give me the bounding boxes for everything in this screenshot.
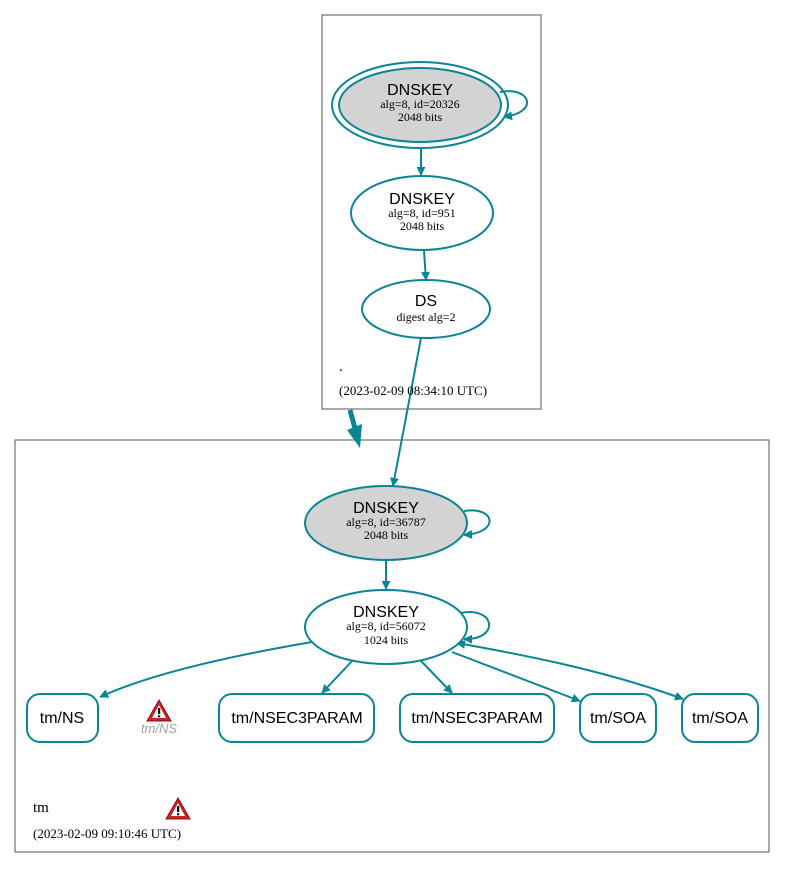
root-zone-timestamp: (2023-02-09 08:34:10 UTC) [339,383,487,398]
root-zsk-bits: 2048 bits [400,219,445,233]
ns-warning[interactable]: tm/NS [141,698,177,736]
rrset-tm-nsec3param-2-label: tm/NSEC3PARAM [411,710,542,727]
rrset-tm-soa-2-label: tm/SOA [692,710,748,727]
ds-title: DS [415,293,437,310]
tm-ksk-bits: 2048 bits [364,528,409,542]
ds-digest-alg: digest alg=2 [396,310,455,324]
tm-zsk-title: DNSKEY [353,604,419,621]
rrset-tm-nsec3param-1[interactable]: tm/NSEC3PARAM [218,693,375,743]
edge-zsk-nsec3param-1 [321,660,353,694]
tm-zsk-node[interactable]: DNSKEY alg=8, id=56072 1024 bits [304,589,468,665]
rrset-tm-soa-1-label: tm/SOA [590,710,646,727]
root-zsk-title: DNSKEY [389,191,455,208]
root-ksk-alg-id: alg=8, id=20326 [380,97,460,111]
rrset-tm-soa-2[interactable]: tm/SOA [681,693,759,743]
tm-zone-box [14,439,770,853]
tm-zone-name: tm [33,800,49,816]
tm-zsk-alg-id: alg=8, id=56072 [346,619,426,633]
tm-ksk-node[interactable]: DNSKEY alg=8, id=36787 2048 bits [304,485,468,561]
root-zsk-alg-id: alg=8, id=951 [388,206,456,220]
warning-icon [146,698,172,722]
delegation-arrow [347,409,362,448]
edge-tm-zsk-self [459,611,491,644]
tm-zone-timestamp: (2023-02-09 09:10:46 UTC) [33,826,181,841]
ds-node[interactable]: DS digest alg=2 [361,279,491,339]
root-zone-name: . [339,359,343,375]
edge-root-zsk-ds [420,250,430,281]
edge-tm-ksk-self [463,509,491,540]
tm-ksk-title: DNSKEY [353,500,419,517]
zone-warning-icon[interactable] [165,796,191,820]
root-ksk-title: DNSKEY [387,82,453,99]
root-zsk-node[interactable]: DNSKEY alg=8, id=951 2048 bits [350,175,494,251]
tm-ksk-alg-id: alg=8, id=36787 [346,515,426,529]
edge-zsk-soa-2 [456,639,684,701]
edge-root-ksk-self [499,90,528,121]
edge-ds-tm-ksk [390,337,422,487]
rrset-tm-nsec3param-1-label: tm/NSEC3PARAM [231,710,362,727]
rrset-tm-nsec3param-2[interactable]: tm/NSEC3PARAM [399,693,555,743]
root-zone-box [321,14,542,410]
edge-zsk-nsec3param-2 [420,660,453,694]
edge-zsk-ns [99,641,313,698]
rrset-tm-ns[interactable]: tm/NS [26,693,99,743]
rrset-tm-ns-label: tm/NS [40,710,84,727]
tm-zsk-bits: 1024 bits [364,633,409,647]
root-ksk-node[interactable]: DNSKEY alg=8, id=20326 2048 bits [331,61,509,149]
rrset-tm-soa-1[interactable]: tm/SOA [579,693,657,743]
warning-ns-label: tm/NS [141,721,177,736]
root-ksk-bits: 2048 bits [398,110,443,124]
